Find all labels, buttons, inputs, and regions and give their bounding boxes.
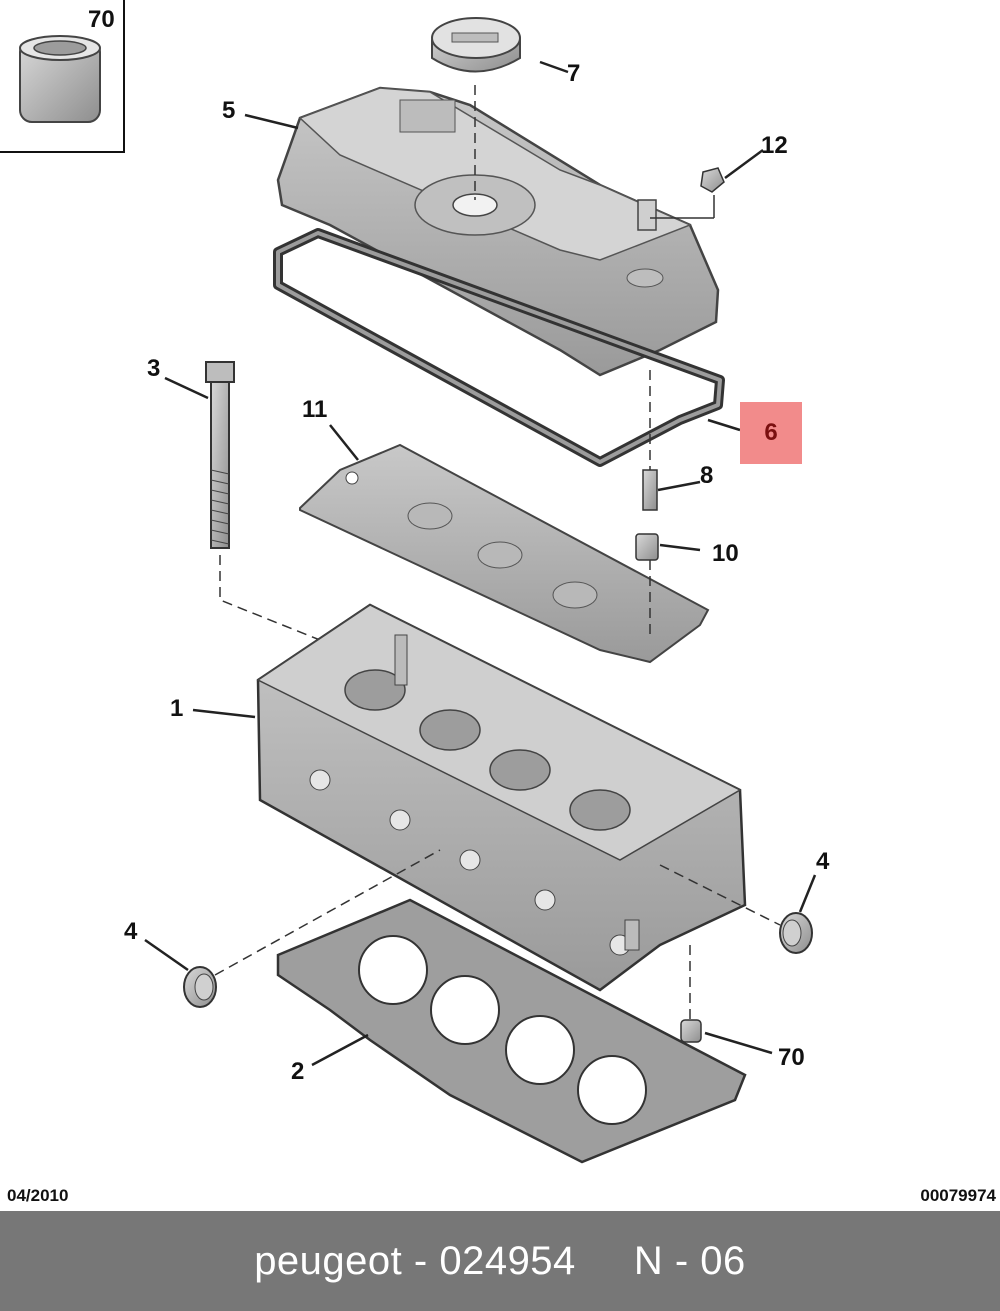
callout-70: 70 xyxy=(778,1044,805,1071)
inset-frame xyxy=(0,0,125,153)
nut-part xyxy=(700,167,725,193)
callout-3: 3 xyxy=(147,355,161,382)
callout-8: 8 xyxy=(700,462,714,489)
callout-2: 2 xyxy=(291,1058,305,1085)
baffle-plate-part xyxy=(299,443,710,664)
callout-70-inset: 70 xyxy=(88,6,115,33)
caption-text: peugeot - 024954 N - 06 xyxy=(254,1238,746,1283)
callout-5: 5 xyxy=(222,97,236,124)
date-code: 04/2010 xyxy=(7,1186,69,1205)
callout-7: 7 xyxy=(567,60,581,87)
leader-lines xyxy=(144,60,817,1067)
callout-10: 10 xyxy=(712,540,739,567)
parts-diagram xyxy=(19,17,817,1164)
valve-cover-part xyxy=(276,86,720,377)
stud-part xyxy=(642,469,658,511)
inset-sleeve-icon xyxy=(19,35,101,123)
callout-1: 1 xyxy=(170,695,184,722)
oil-cap-part xyxy=(431,17,521,73)
valve-cover-gasket-part xyxy=(273,228,725,467)
callout-6-highlight: 6 xyxy=(740,402,802,464)
seal-plug-right-part xyxy=(779,912,813,954)
head-bolt-part xyxy=(205,361,321,641)
callout-12: 12 xyxy=(761,132,788,159)
cylinder-head-part xyxy=(256,603,747,992)
head-gasket-part xyxy=(276,898,747,1164)
caption-bar: peugeot - 024954 N - 06 xyxy=(0,1211,1000,1311)
callout-11: 11 xyxy=(302,396,328,423)
callout-4-left: 4 xyxy=(124,918,138,945)
spacer-part xyxy=(635,533,659,561)
callout-4-right: 4 xyxy=(816,848,830,875)
callout-6: 6 xyxy=(764,419,778,446)
dowel-sleeve-part xyxy=(680,1019,702,1043)
reference-code: 00079974 xyxy=(920,1186,996,1205)
seal-plug-left-part xyxy=(183,966,217,1008)
